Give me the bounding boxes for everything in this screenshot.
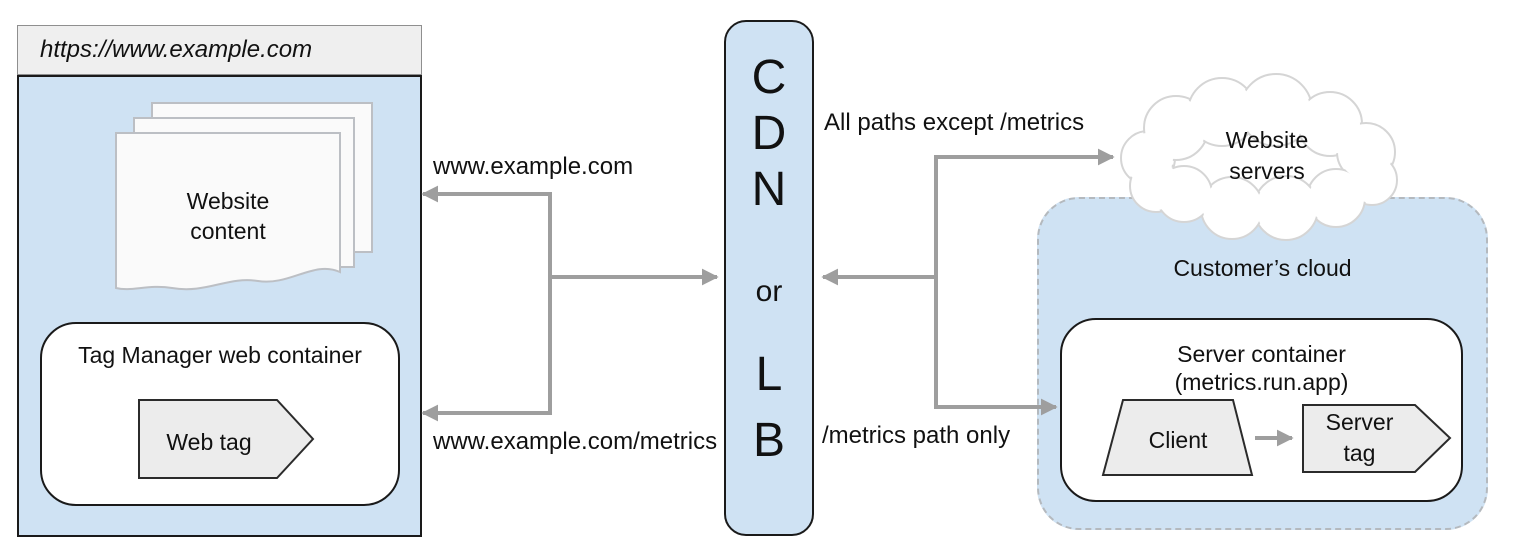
customer-cloud-title: Customer’s cloud bbox=[1173, 255, 1352, 281]
website-url-text: https://www.example.com bbox=[40, 36, 313, 63]
edge-label-all-paths: All paths except /metrics bbox=[824, 109, 1085, 136]
arrow-cdn-to-website-bracket bbox=[421, 185, 552, 422]
server-container-title: Server container (metrics.run.app) bbox=[1174, 341, 1349, 395]
edge-label-www-example-metrics: www.example.com/metrics bbox=[433, 428, 718, 455]
cdn-or-label: or bbox=[755, 275, 783, 308]
tag-manager-title: Tag Manager web container bbox=[78, 342, 362, 368]
server-tag-label: Server tag bbox=[1325, 409, 1394, 466]
website-servers-label: Website servers bbox=[1225, 127, 1309, 184]
cdn-letter-c: C bbox=[751, 51, 787, 104]
website-url-header: https://www.example.com bbox=[17, 25, 422, 75]
client-label: Client bbox=[1148, 427, 1208, 453]
cdn-letter-d: D bbox=[751, 107, 787, 160]
edge-label-metrics-only: /metrics path only bbox=[822, 422, 1011, 449]
edge-label-www-example: www.example.com bbox=[433, 153, 634, 180]
website-content-label: Website content bbox=[186, 188, 270, 244]
lb-letter-l: L bbox=[755, 348, 783, 401]
cdn-letter-n: N bbox=[751, 163, 787, 216]
web-tag-label: Web tag bbox=[166, 429, 252, 455]
cdn-lb-node bbox=[724, 20, 814, 536]
lb-letter-b: B bbox=[752, 414, 785, 467]
